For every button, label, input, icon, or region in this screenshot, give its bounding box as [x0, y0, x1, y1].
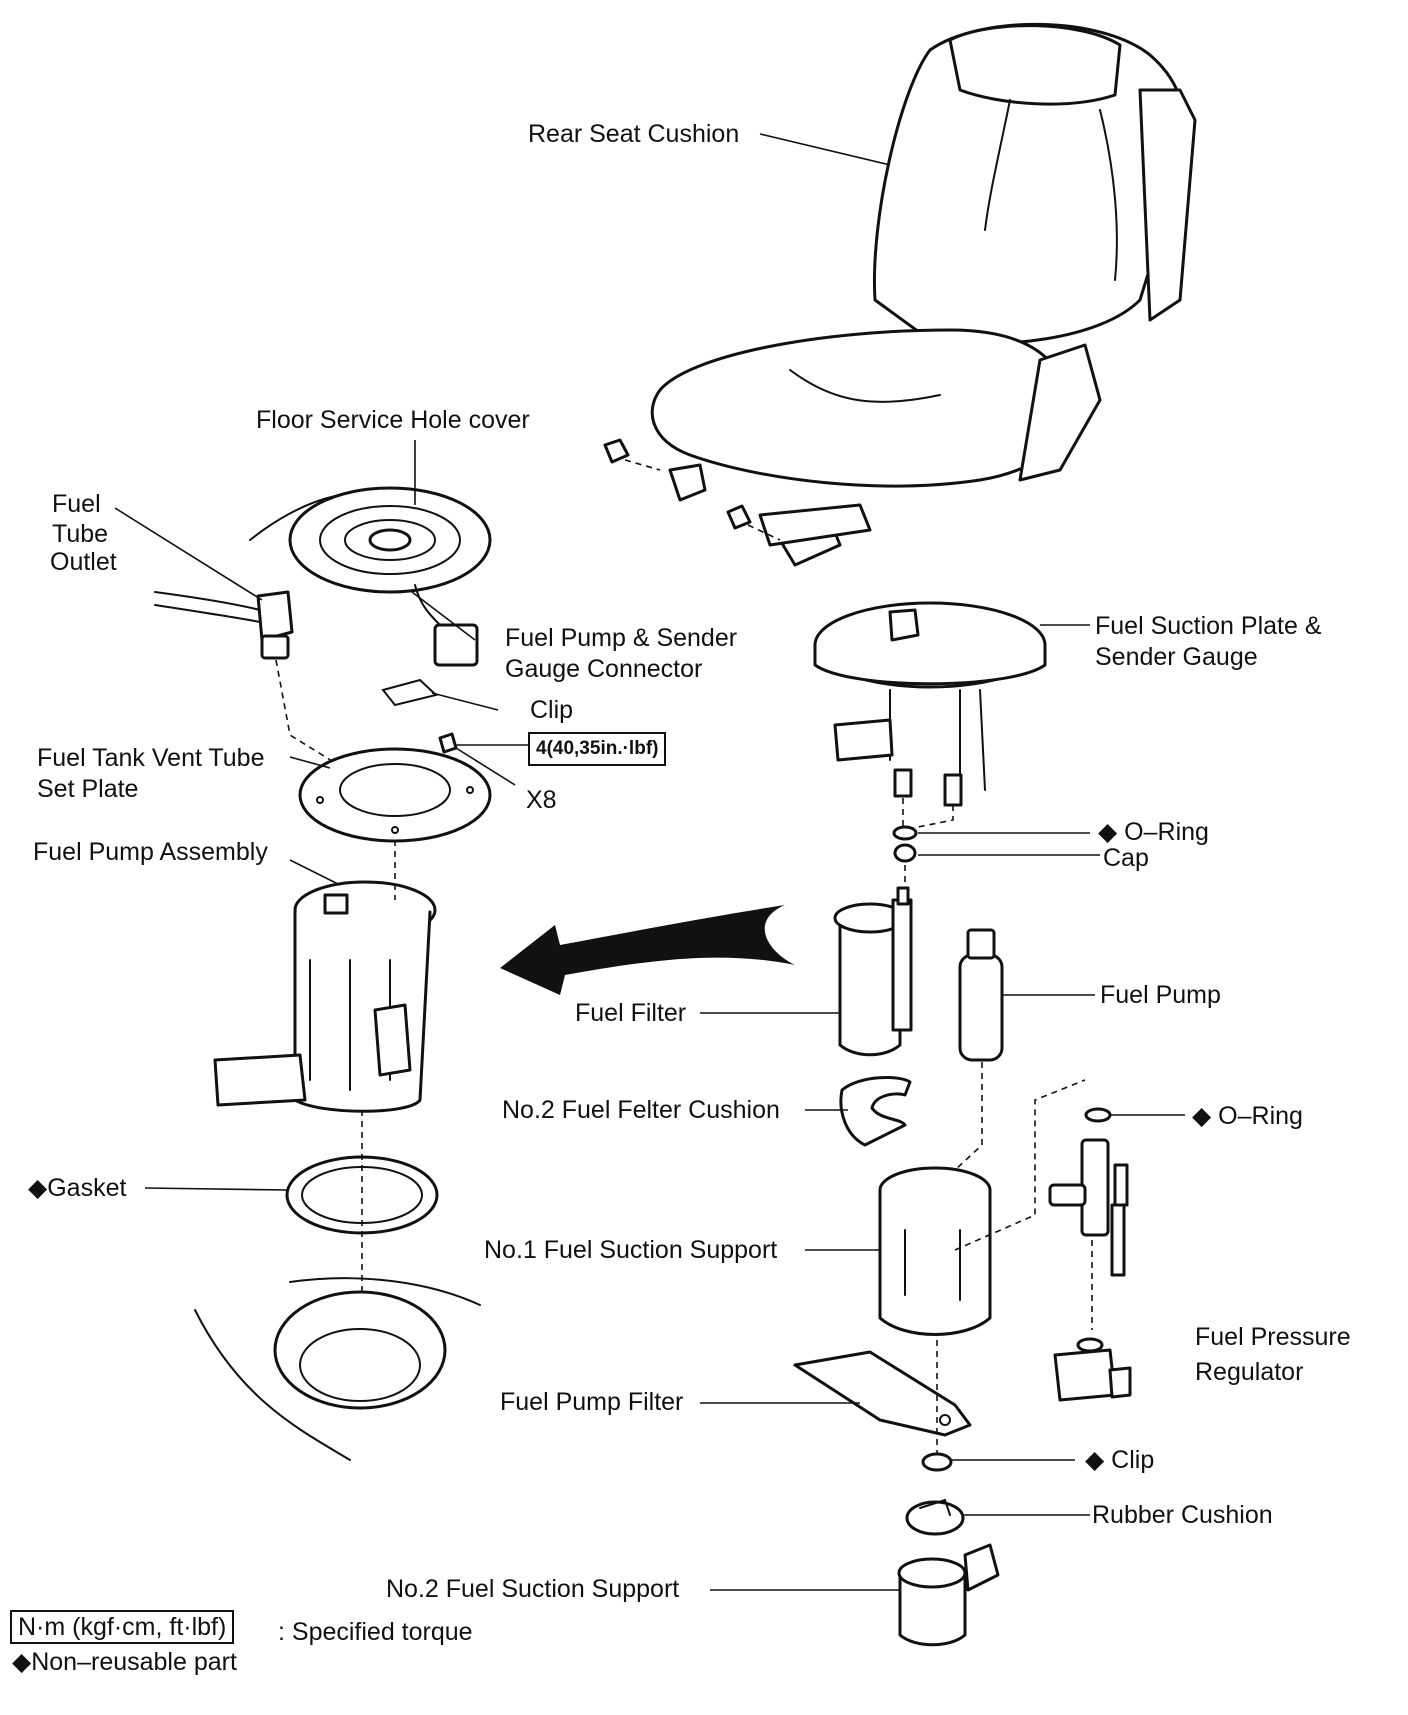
label-fuel-tube-outlet-3: Outlet: [50, 548, 117, 576]
big-arrow-drawing: [500, 905, 795, 995]
label-gasket: ◆Gasket: [28, 1174, 127, 1202]
label-no2-fuel-filter-cushion: No.2 Fuel Felter Cushion: [502, 1096, 780, 1124]
legend-unit-box: N·m (kgf·cm, ft·lbf): [10, 1610, 235, 1644]
suction-plate-drawing: [813, 601, 1047, 863]
label-floor-service-hole-cover: Floor Service Hole cover: [256, 406, 530, 434]
label-cap: Cap: [1103, 844, 1149, 872]
label-fuel-tube-outlet-1: Fuel: [52, 490, 101, 518]
fuel-pump-filter-drawing: [793, 1340, 972, 1455]
filter-cushion-drawing: [839, 1076, 912, 1147]
leader-lines: [114, 133, 1185, 1591]
label-x8: X8: [526, 786, 557, 814]
label-no2-fuel-suction-support: No.2 Fuel Suction Support: [386, 1575, 680, 1603]
label-clip-top: Clip: [530, 696, 574, 724]
label-fuel-pump-sender-connector-2: Gauge Connector: [505, 655, 703, 683]
fuel-tube-outlet-drawing: [154, 590, 396, 801]
label-vent-tube-set-plate-1: Fuel Tank Vent Tube: [37, 744, 265, 772]
label-fuel-pump: Fuel Pump: [1100, 981, 1221, 1009]
label-vent-tube-set-plate-2: Set Plate: [37, 775, 139, 803]
label-no1-fuel-suction-support: No.1 Fuel Suction Support: [484, 1236, 778, 1264]
label-fuel-pressure-regulator-1: Fuel Pressure: [1195, 1323, 1351, 1351]
set-plate-drawing: [298, 732, 492, 843]
label-clip-bottom: ◆ Clip: [1085, 1446, 1155, 1474]
fuel-pump-drawing: [954, 928, 1004, 1171]
label-suction-plate-sender-2: Sender Gauge: [1095, 643, 1258, 671]
label-fuel-filter: Fuel Filter: [575, 999, 687, 1027]
lower-parts-drawing: [897, 1452, 1000, 1647]
fuel-pump-assembly-drawing: [213, 840, 437, 1113]
label-fuel-pump-filter: Fuel Pump Filter: [500, 1388, 684, 1416]
pressure-regulator-drawing: [1048, 1107, 1132, 1402]
label-fuel-tube-outlet-2: Tube: [52, 520, 109, 548]
label-o-ring-right: ◆ O–Ring: [1192, 1102, 1303, 1130]
label-rubber-cushion: Rubber Cushion: [1092, 1501, 1273, 1529]
floor-service-hole-cover-drawing: [249, 486, 492, 707]
suction-support-1-drawing: [878, 1079, 1086, 1336]
label-suction-plate-sender-1: Fuel Suction Plate &: [1095, 612, 1322, 640]
label-o-ring-top: ◆ O–Ring: [1098, 818, 1209, 846]
label-fuel-pressure-regulator-2: Regulator: [1195, 1358, 1304, 1386]
gasket-tank-drawing: [194, 1110, 481, 1461]
legend-non-reusable: ◆Non–reusable part: [12, 1648, 237, 1676]
torque-spec-box: 4(40,35in.·lbf): [528, 732, 667, 766]
rear-seat-drawing: [603, 22, 1197, 567]
legend-unit-text: : Specified torque: [278, 1618, 473, 1646]
label-fuel-pump-sender-connector-1: Fuel Pump & Sender: [505, 624, 738, 652]
label-rear-seat-cushion: Rear Seat Cushion: [528, 120, 740, 148]
fuel-filter-drawing: [833, 865, 913, 1057]
label-fuel-pump-assembly: Fuel Pump Assembly: [33, 838, 268, 866]
